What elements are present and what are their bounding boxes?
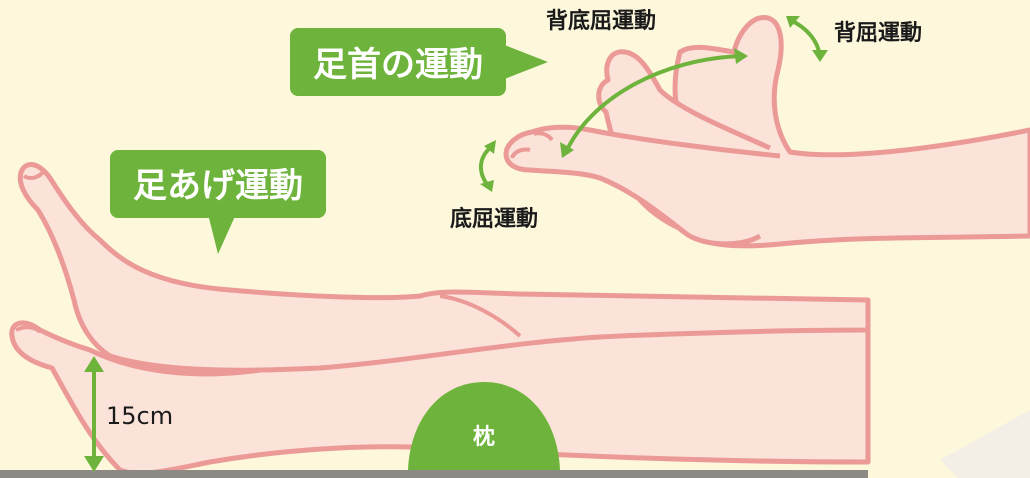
ankle-exercise-callout: 足首の運動 (290, 28, 548, 96)
plantarflexion-arrow (479, 144, 494, 188)
lower-leg-raise-illustration (9, 161, 871, 476)
plantarflexion-label: 底屈運動 (450, 206, 538, 232)
pillow-label: 枕 (473, 425, 495, 450)
leg-raise-label: 足あげ運動 (133, 166, 303, 206)
ankle-exercise-label: 足首の運動 (313, 45, 483, 85)
corner-paper (940, 410, 1030, 478)
dorsi-plantar-label: 背底屈運動 (546, 8, 656, 34)
raised-leg (17, 161, 871, 373)
height-label: 15cm (106, 402, 173, 430)
pillow (408, 382, 560, 470)
upper-leg-ankle-illustration (503, 15, 1030, 249)
floor-line (0, 470, 868, 478)
dorsi-plantar-arrow (564, 54, 746, 154)
leg-raise-callout: 足あげ運動 (110, 150, 326, 254)
plantarflexed-foot (503, 124, 781, 247)
dorsiflexion-label: 背屈運動 (834, 21, 922, 46)
motion-arrows (84, 16, 828, 472)
